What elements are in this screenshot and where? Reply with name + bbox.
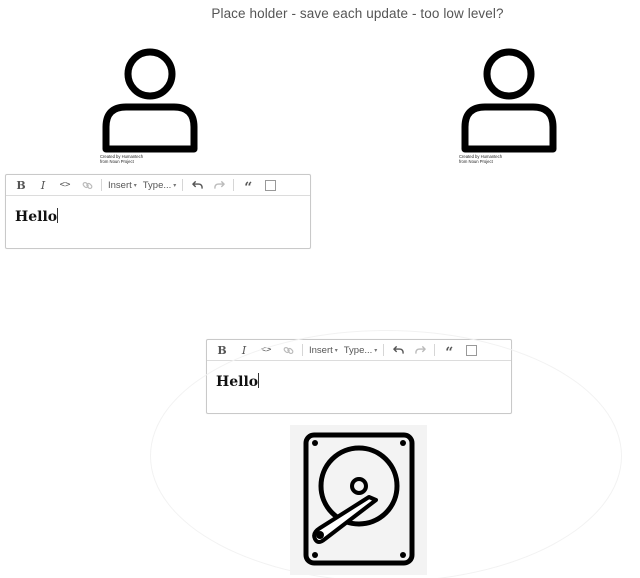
blockquote-button[interactable]: “: [244, 179, 253, 196]
type-label: Type...: [142, 179, 172, 191]
redo-icon: [214, 180, 225, 189]
toggle-checkbox[interactable]: [265, 179, 277, 191]
user-card-left: Created by Humantech from Noun Project: [100, 45, 200, 164]
attribution-text: Created by Humantech from Noun Project: [459, 154, 503, 164]
storage-panel: [290, 425, 427, 575]
editor-content[interactable]: Hello: [6, 196, 310, 237]
attribution-text: Created by Humantech from Noun Project: [100, 154, 144, 164]
editor-toolbar: B I <> Insert▾ Type...▾ “: [6, 175, 310, 196]
redo-button[interactable]: [208, 177, 230, 193]
insert-label: Insert: [108, 179, 132, 191]
chevron-down-icon: ▾: [173, 182, 177, 189]
chevron-down-icon: ▾: [133, 182, 137, 189]
toolbar-divider: [233, 179, 235, 191]
italic-button[interactable]: I: [241, 343, 247, 357]
type-dropdown[interactable]: Type...▾: [140, 180, 180, 191]
background-decoration: [150, 330, 622, 578]
insert-dropdown[interactable]: Insert▾: [105, 180, 140, 191]
toolbar-divider: [182, 179, 184, 191]
undo-icon: [192, 180, 203, 189]
editor-text: Hello: [15, 209, 58, 225]
person-icon: [461, 48, 557, 153]
link-button[interactable]: [76, 177, 98, 193]
person-icon: [102, 48, 198, 153]
page-title: Place holder - save each update - too lo…: [211, 6, 504, 21]
rich-text-editor-left: B I <> Insert▾ Type...▾ “ Hello: [5, 174, 311, 249]
user-card-right: Created by Humantech from Noun Project: [459, 45, 559, 164]
bold-button[interactable]: B: [16, 178, 26, 192]
link-icon: [82, 181, 92, 189]
italic-button[interactable]: I: [40, 178, 46, 192]
bold-button[interactable]: B: [217, 343, 227, 357]
undo-button[interactable]: [186, 177, 208, 193]
hard-drive-icon: [303, 432, 415, 566]
toolbar-divider: [101, 179, 102, 191]
text-cursor: [57, 208, 59, 223]
code-button[interactable]: <>: [59, 180, 71, 190]
